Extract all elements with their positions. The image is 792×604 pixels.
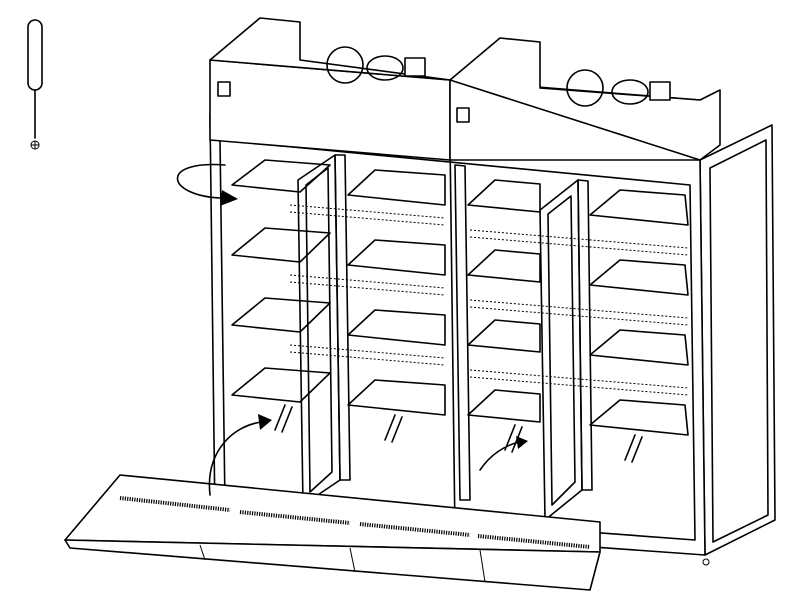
top-unit-right <box>449 37 721 161</box>
screwdriver-icon <box>27 19 43 150</box>
side-panel <box>699 124 776 566</box>
kickplate <box>64 474 601 591</box>
shelves <box>231 159 689 436</box>
insert-arrow-icon <box>208 414 272 496</box>
glass-doors <box>297 154 593 521</box>
top-unit-left <box>209 17 451 161</box>
insert-arrow-icon <box>479 436 528 471</box>
rotate-arrow-icon <box>176 163 238 206</box>
